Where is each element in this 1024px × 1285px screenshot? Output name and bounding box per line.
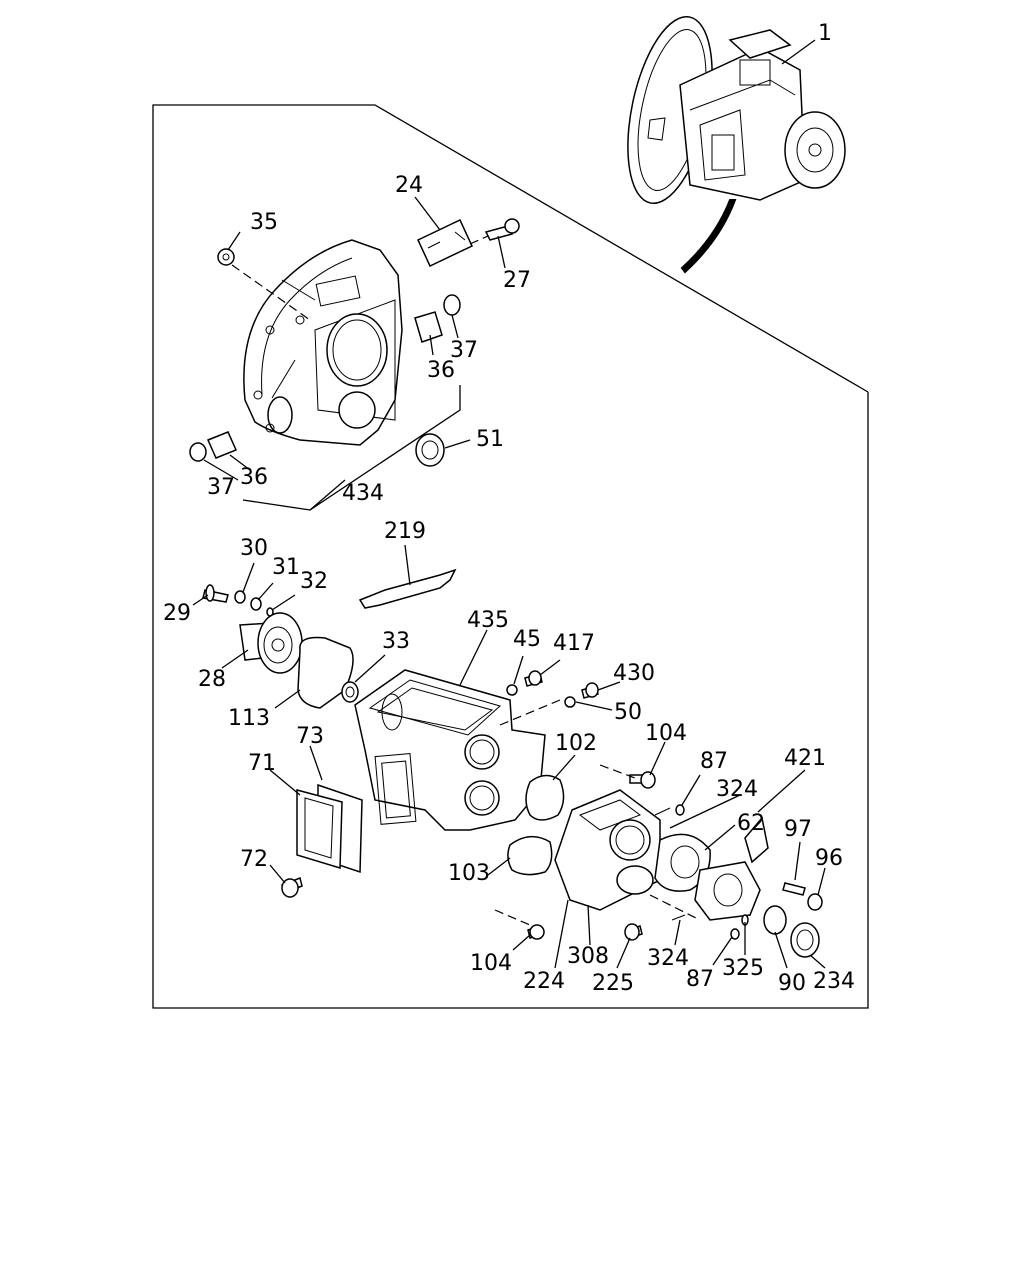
callout-434: 434 — [342, 481, 384, 506]
callout-73: 73 — [296, 724, 324, 749]
callout-102: 102 — [555, 731, 597, 756]
callout-37b: 37 — [207, 475, 235, 500]
callout-50: 50 — [614, 700, 642, 725]
callout-417: 417 — [553, 631, 595, 656]
callout-96: 96 — [815, 846, 843, 871]
callout-29: 29 — [163, 601, 191, 626]
assembly-illustration — [627, 15, 846, 274]
callout-97: 97 — [784, 817, 812, 842]
callout-87a: 87 — [700, 749, 728, 774]
callout-104a: 104 — [645, 721, 687, 746]
callout-45: 45 — [513, 627, 541, 652]
callout-113: 113 — [228, 706, 270, 731]
callout-62: 62 — [737, 811, 765, 836]
callout-224: 224 — [523, 969, 565, 994]
callout-51: 51 — [476, 427, 504, 452]
callout-430: 430 — [613, 661, 655, 686]
callout-28: 28 — [198, 667, 226, 692]
callout-87b: 87 — [686, 967, 714, 992]
diagram-frame — [152, 104, 869, 1009]
bracket-219 — [358, 568, 457, 609]
callout-103: 103 — [448, 861, 490, 886]
callout-308: 308 — [567, 944, 609, 969]
front-cover-group — [202, 584, 359, 709]
extension-housing — [507, 771, 823, 958]
callout-324a: 324 — [716, 777, 758, 802]
callout-35: 35 — [250, 210, 278, 235]
callout-234: 234 — [813, 969, 855, 994]
leader-lines — [192, 196, 826, 969]
callout-219: 219 — [384, 519, 426, 544]
callout-104b: 104 — [470, 951, 512, 976]
callout-72: 72 — [240, 847, 268, 872]
callout-33: 33 — [382, 629, 410, 654]
callout-24: 24 — [395, 173, 423, 198]
callout-325: 325 — [722, 956, 764, 981]
callout-36b: 36 — [240, 465, 268, 490]
callout-324b: 324 — [647, 946, 689, 971]
callout-30: 30 — [240, 536, 268, 561]
callout-225: 225 — [592, 971, 634, 996]
callout-421: 421 — [784, 746, 826, 771]
bell-housing — [243, 239, 403, 446]
callout-31: 31 — [272, 555, 300, 580]
callout-435: 435 — [467, 608, 509, 633]
callout-27: 27 — [503, 268, 531, 293]
callout-labels: 1 24 35 27 37 36 51 37 36 434 219 30 31 … — [163, 21, 855, 996]
callout-32: 32 — [300, 569, 328, 594]
callout-36a: 36 — [427, 358, 455, 383]
transmission-case — [354, 669, 546, 831]
top-cover-group — [281, 783, 363, 898]
callout-71: 71 — [248, 751, 276, 776]
callout-90: 90 — [778, 971, 806, 996]
callout-37a: 37 — [450, 338, 478, 363]
callout-1: 1 — [818, 21, 832, 46]
middle-fasteners — [494, 670, 701, 926]
